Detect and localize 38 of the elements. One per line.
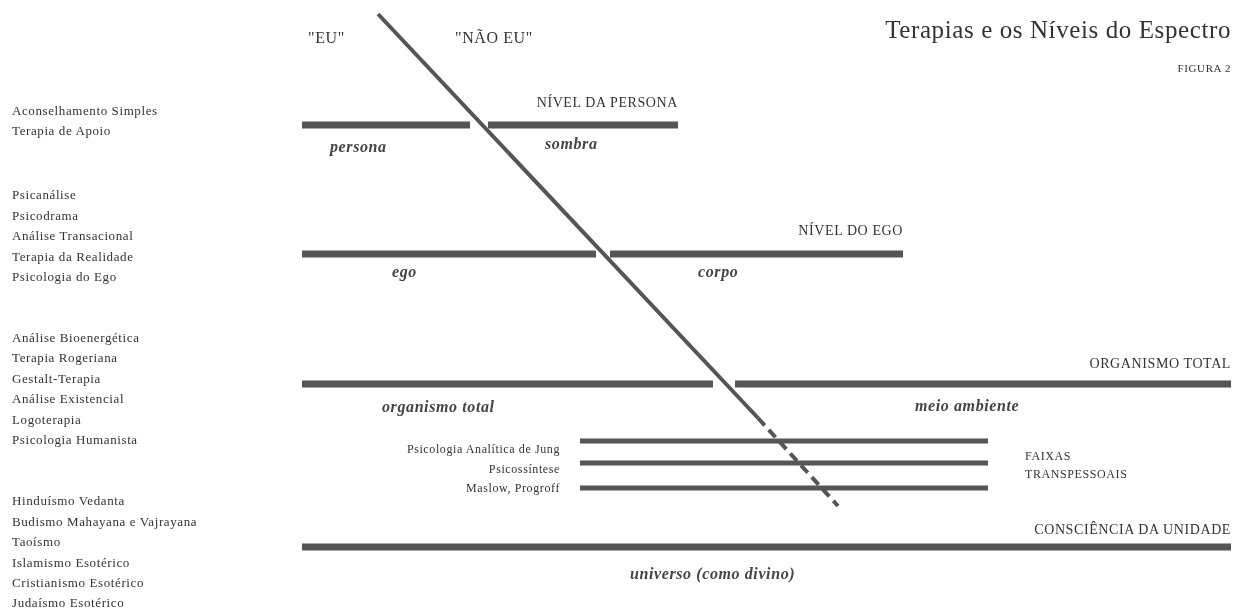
therapy-name: Psicanálise xyxy=(12,186,77,204)
therapy-name: Terapia Rogeriana xyxy=(12,349,118,367)
therapy-name: Gestalt-Terapia xyxy=(12,370,101,388)
region-label: universo (como divino) xyxy=(630,565,796,583)
therapy-name: Psicodrama xyxy=(12,207,79,225)
region-label: organismo total xyxy=(382,398,495,416)
therapy-name: Islamismo Esotérico xyxy=(12,554,130,572)
level-heading: CONSCIÊNCIA DA UNIDADE xyxy=(1034,521,1231,539)
therapy-name: Análise Bioenergética xyxy=(12,329,140,347)
therapy-name: Logoterapia xyxy=(12,411,82,429)
therapy-name: Psicologia Analítica de Jung xyxy=(406,441,560,458)
therapy-name: Taoísmo xyxy=(12,533,61,551)
therapy-name: Cristianismo Esotérico xyxy=(12,574,144,592)
level-heading: ORGANISMO TOTAL xyxy=(1089,355,1231,373)
therapy-name: Psicologia Humanista xyxy=(12,431,138,449)
region-label: ego xyxy=(392,263,417,281)
region-label: persona xyxy=(330,138,387,156)
level-heading: NÍVEL DO EGO xyxy=(798,222,903,240)
therapy-name: Aconselhamento Simples xyxy=(12,102,158,120)
region-label: meio ambiente xyxy=(915,397,1020,415)
region-label: corpo xyxy=(698,263,739,281)
therapy-name: Análise Transacional xyxy=(12,227,134,245)
therapy-name: Maslow, Progroff xyxy=(466,480,560,497)
therapy-name: Judaísmo Esotérico xyxy=(12,594,125,612)
figure-number: FIGURA 2 xyxy=(1177,61,1231,76)
level-heading: NÍVEL DA PERSONA xyxy=(536,94,678,112)
region-label: sombra xyxy=(545,135,598,153)
therapy-name: Psicologia do Ego xyxy=(12,268,117,286)
therapy-name: Terapia da Realidade xyxy=(12,248,134,266)
therapy-name: Psicossíntese xyxy=(488,461,560,478)
band-heading: FAIXAS TRANSPESSOAIS xyxy=(1025,448,1129,483)
therapy-name: Budismo Mahayana e Vajrayana xyxy=(12,513,198,531)
therapy-name: Análise Existencial xyxy=(12,390,125,408)
diagram-title: Terapias e os Níveis do Espectro xyxy=(885,15,1231,45)
side-label: "NÃO EU" xyxy=(455,29,533,47)
side-label: "EU" xyxy=(308,29,345,47)
therapy-name: Hinduísmo Vedanta xyxy=(12,492,125,510)
therapy-name: Terapia de Apoio xyxy=(12,122,111,140)
